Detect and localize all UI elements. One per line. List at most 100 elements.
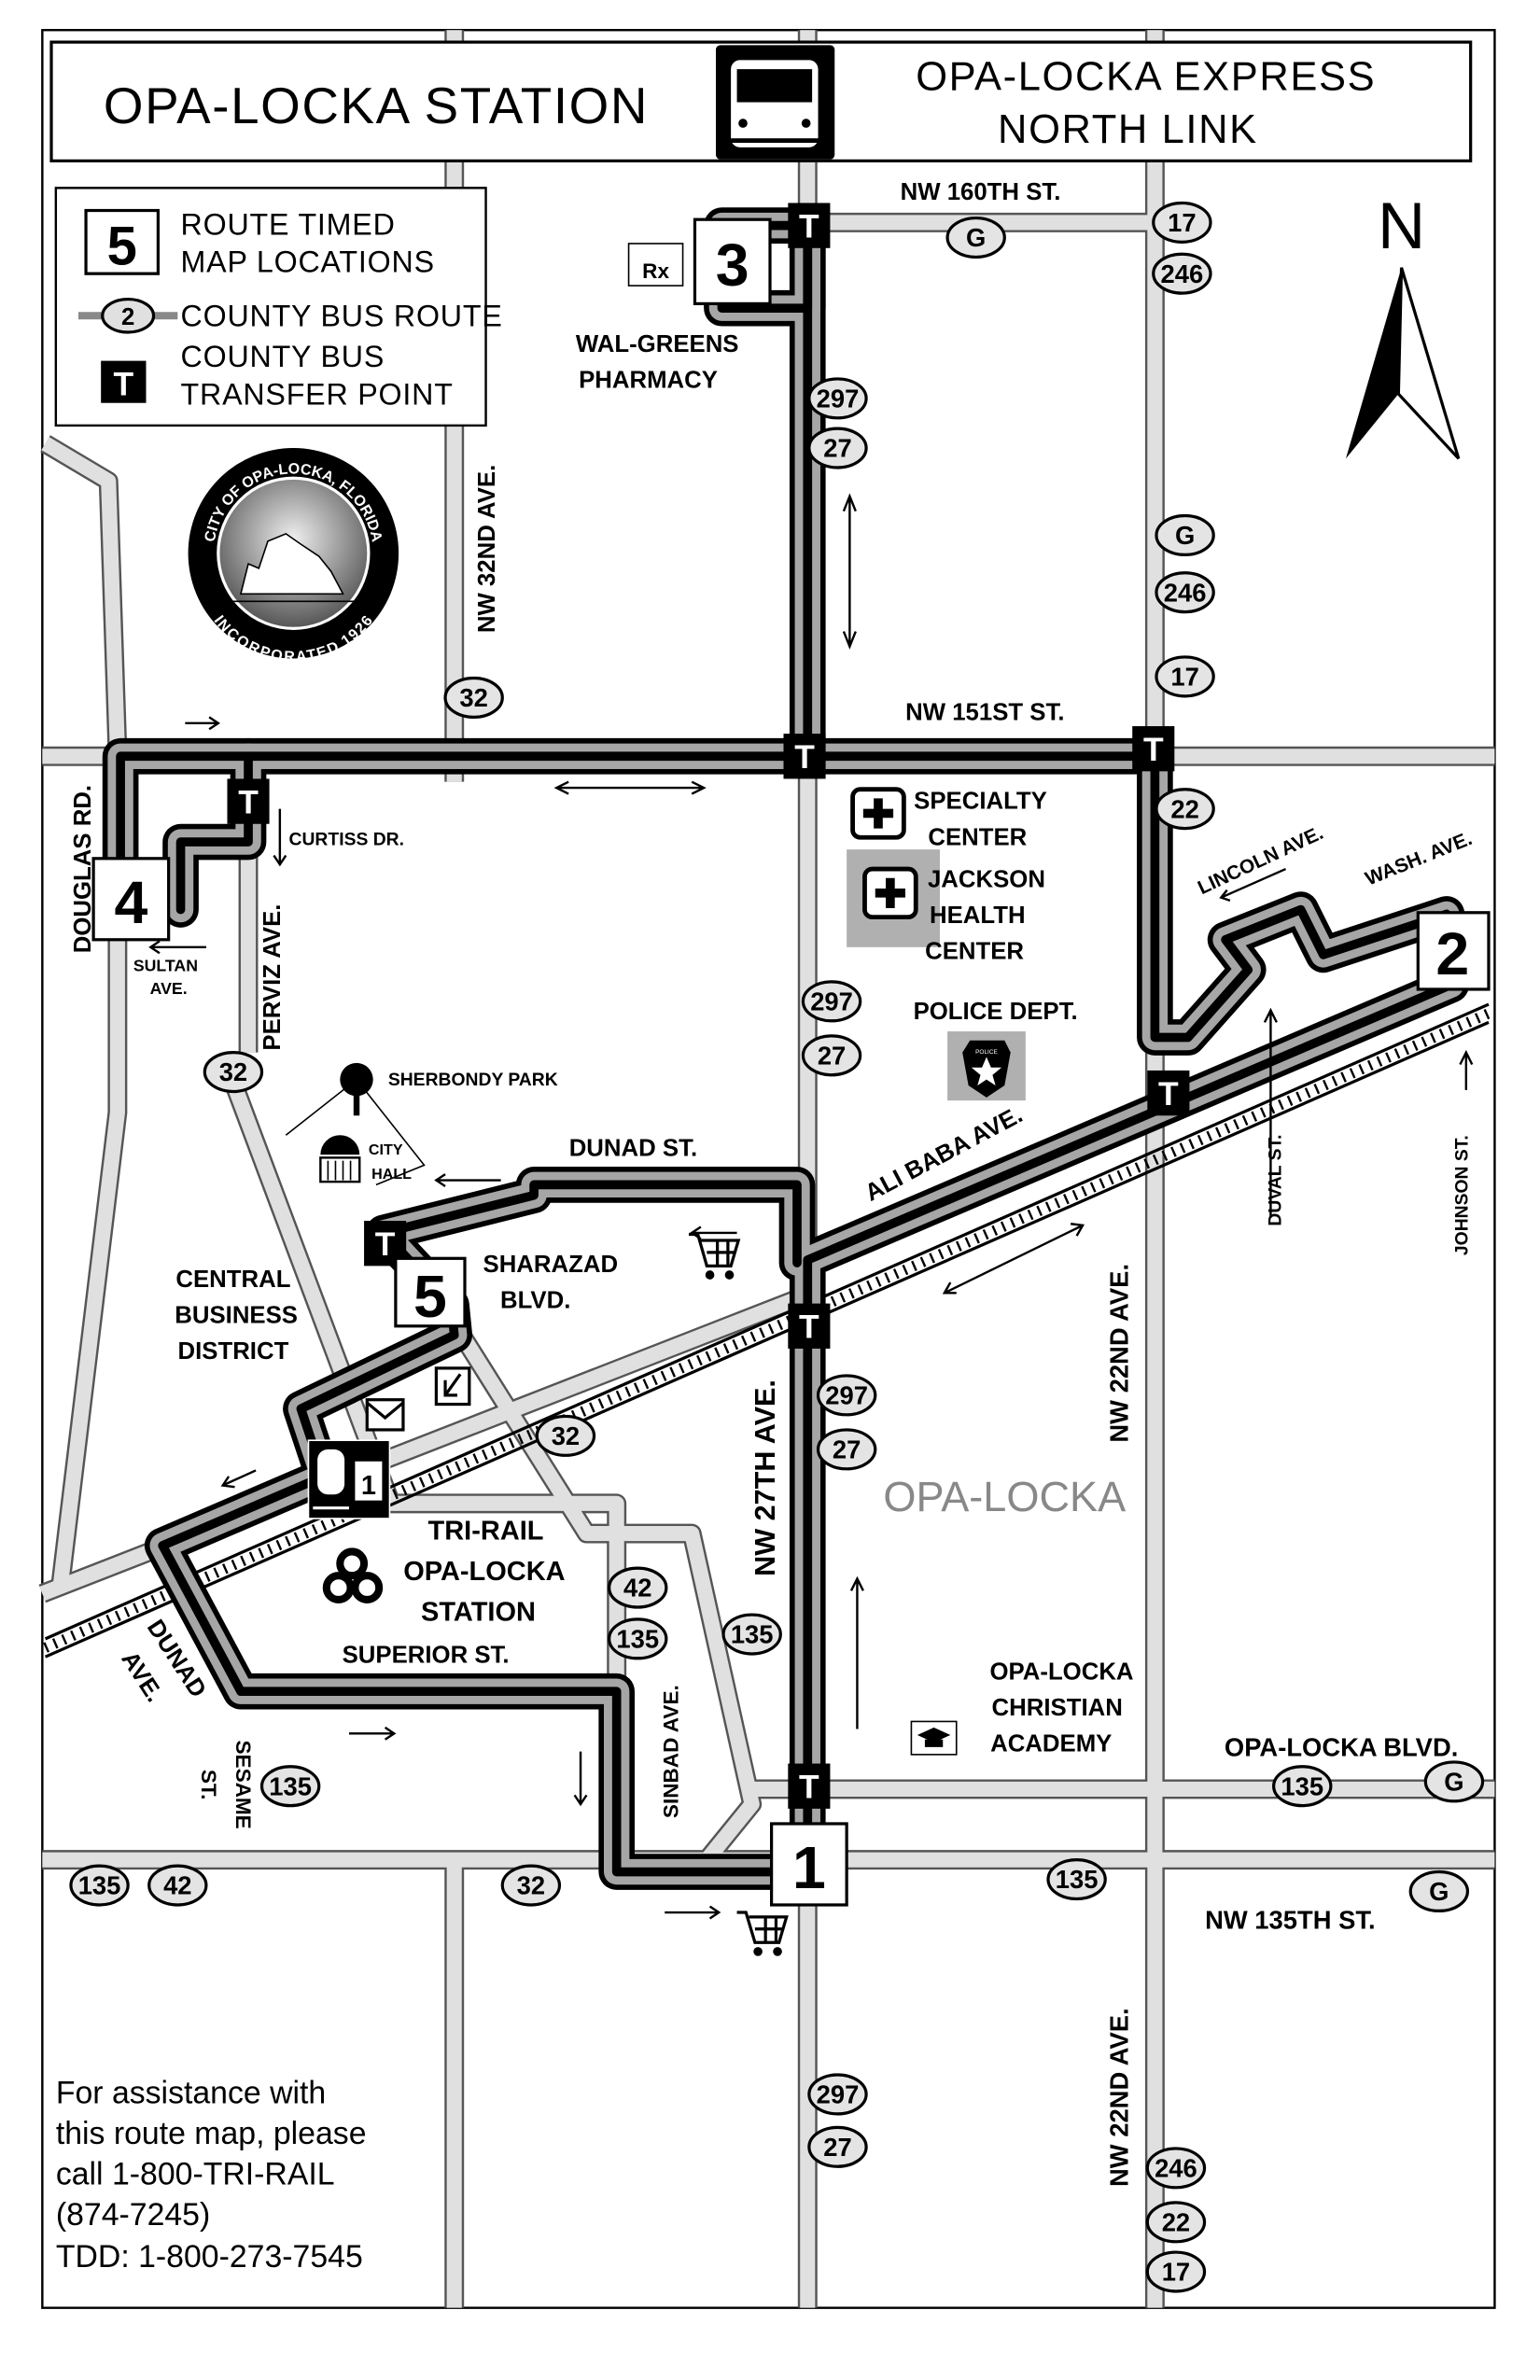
jackson-health-hospital-icon bbox=[847, 849, 941, 947]
svg-text:32: 32 bbox=[219, 1057, 247, 1086]
route-segment bbox=[803, 980, 1456, 1877]
place-labels: WAL-GREENS PHARMACY SPECIALTY CENTER JAC… bbox=[175, 331, 1133, 1757]
bus-icon bbox=[716, 45, 835, 160]
specialty-center-hospital-icon bbox=[850, 787, 906, 840]
legend-transfer-line1: COUNTY BUS bbox=[181, 340, 385, 373]
bus-route-shield: 135 bbox=[259, 1765, 321, 1808]
svg-text:135: 135 bbox=[616, 1625, 659, 1654]
svg-text:135: 135 bbox=[1281, 1771, 1323, 1800]
label-nw-22nd-upper: NW 22ND AVE. bbox=[1104, 1264, 1133, 1443]
label-trirail-1: TRI-RAIL bbox=[428, 1517, 544, 1547]
bus-route-shield: 297 bbox=[807, 2073, 868, 2116]
bus-route-shield: 17 bbox=[1155, 655, 1215, 698]
express-route-path bbox=[102, 207, 1470, 1890]
svg-text:T: T bbox=[799, 208, 819, 245]
bus-route-shield: G bbox=[1423, 1760, 1485, 1803]
bus-route-shield: G bbox=[1408, 1869, 1470, 1913]
svg-text:297: 297 bbox=[817, 385, 860, 413]
park-tree-icon bbox=[285, 1062, 426, 1186]
label-sultan-1: SULTAN bbox=[133, 957, 198, 975]
svg-text:27: 27 bbox=[833, 1435, 861, 1464]
label-cbd-2: BUSINESS bbox=[175, 1303, 298, 1329]
timed-stop-5: 5 bbox=[394, 1256, 467, 1330]
north-label: N bbox=[1378, 189, 1425, 263]
label-academy-1: OPA-LOCKA bbox=[989, 1659, 1133, 1685]
label-jackson-1: JACKSON bbox=[928, 866, 1045, 892]
assistance-info: For assistance with this route map, plea… bbox=[56, 2076, 367, 2275]
bus-route-shields: G1724629727G2461732222972732322972742135… bbox=[69, 201, 1485, 2293]
label-walgreens-2: PHARMACY bbox=[579, 368, 718, 394]
svg-text:135: 135 bbox=[78, 1871, 121, 1900]
label-nw-27th: NW 27TH AVE. bbox=[749, 1379, 781, 1576]
label-sherbondy-park: SHERBONDY PARK bbox=[388, 1071, 558, 1090]
bus-route-shield: 42 bbox=[147, 1864, 208, 1907]
label-trirail-3: STATION bbox=[421, 1598, 536, 1628]
svg-text:17: 17 bbox=[1162, 2258, 1190, 2287]
route-name-line1: OPA-LOCKA EXPRESS bbox=[916, 55, 1376, 100]
bus-route-shield: 17 bbox=[1152, 201, 1212, 244]
city-seal-logo: CITY OF OPA-LOCKA, FLORIDA INCORPORATED … bbox=[188, 448, 399, 665]
timed-stop-4: 4 bbox=[91, 857, 171, 942]
bus-route-shield: 246 bbox=[1145, 2147, 1207, 2190]
bus-route-shield: 27 bbox=[801, 1034, 862, 1077]
label-curtiss-dr: CURTISS DR. bbox=[289, 830, 404, 849]
pharmacy-icon: Rx bbox=[627, 243, 684, 287]
svg-text:27: 27 bbox=[823, 2133, 851, 2162]
bus-route-shield: 246 bbox=[1155, 571, 1215, 614]
transfer-point-icon: T bbox=[1147, 1070, 1190, 1116]
svg-text:T: T bbox=[1158, 1075, 1179, 1113]
svg-text:3: 3 bbox=[716, 231, 749, 299]
label-city-opa-locka: OPA-LOCKA bbox=[883, 1473, 1126, 1520]
timed-stop-1: 1 bbox=[770, 1822, 848, 1907]
svg-text:32: 32 bbox=[459, 683, 487, 712]
svg-text:4: 4 bbox=[114, 869, 147, 936]
tri-rail-train-icon: 1 bbox=[307, 1439, 391, 1519]
label-specialty-2: CENTER bbox=[928, 824, 1027, 850]
svg-text:G: G bbox=[1175, 521, 1195, 550]
assistance-line1: For assistance with bbox=[56, 2076, 326, 2111]
label-academy-3: ACADEMY bbox=[990, 1731, 1112, 1757]
svg-text:G: G bbox=[1429, 1877, 1449, 1906]
route-name-line2: NORTH LINK bbox=[998, 107, 1258, 152]
legend-timed-line1: ROUTE TIMED bbox=[181, 207, 396, 241]
label-opa-locka-blvd: OPA-LOCKA BLVD. bbox=[1225, 1732, 1458, 1761]
bus-route-shield: 22 bbox=[1155, 788, 1215, 831]
label-city-hall-2: HALL bbox=[371, 1166, 412, 1183]
route-segment bbox=[803, 220, 1451, 1043]
transfer-point-icon: T bbox=[788, 203, 831, 248]
transfer-point-icon: T bbox=[788, 1303, 831, 1349]
shopping-cart-icon bbox=[736, 1911, 789, 1956]
svg-text:T: T bbox=[1143, 731, 1164, 768]
svg-text:T: T bbox=[799, 1769, 819, 1806]
label-cbd-3: DISTRICT bbox=[178, 1338, 289, 1365]
assistance-line2: this route map, please bbox=[56, 2116, 367, 2151]
label-walgreens-1: WAL-GREENS bbox=[576, 331, 739, 357]
label-duval-st: DUVAL ST. bbox=[1267, 1134, 1286, 1225]
svg-text:246: 246 bbox=[1161, 259, 1204, 288]
label-sharazad-1: SHARAZAD bbox=[483, 1252, 619, 1278]
label-nw-22nd-lower: NW 22ND AVE. bbox=[1104, 2008, 1133, 2187]
bus-route-shield: 297 bbox=[801, 980, 862, 1023]
bus-route-shield: 135 bbox=[69, 1864, 130, 1907]
legend-timed-symbol: 5 bbox=[107, 217, 137, 277]
header: OPA-LOCKA STATION OPA-LOCKA EXPRESS NORT… bbox=[49, 40, 1473, 162]
label-specialty-1: SPECIALTY bbox=[914, 789, 1047, 815]
svg-text:297: 297 bbox=[817, 2080, 860, 2109]
direction-arrows bbox=[148, 493, 1474, 1920]
label-nw-32nd: NW 32ND AVE. bbox=[474, 465, 500, 633]
post-office-envelope-icon bbox=[365, 1398, 405, 1432]
bus-route-shield: 135 bbox=[608, 1617, 668, 1660]
station-title: OPA-LOCKA STATION bbox=[104, 77, 649, 134]
bus-route-shield: 135 bbox=[1272, 1765, 1333, 1808]
legend-route-label: COUNTY BUS ROUTE bbox=[181, 300, 503, 333]
assistance-line3: call 1-800-TRI-RAIL bbox=[56, 2157, 335, 2192]
svg-text:17: 17 bbox=[1168, 208, 1196, 237]
svg-text:32: 32 bbox=[517, 1871, 545, 1900]
label-sesame-2: ST. bbox=[197, 1770, 220, 1800]
svg-text:17: 17 bbox=[1170, 663, 1198, 692]
transfer-point-icon: T bbox=[1132, 726, 1175, 772]
svg-text:2: 2 bbox=[1435, 920, 1469, 987]
bus-route-shield: 42 bbox=[608, 1566, 668, 1609]
